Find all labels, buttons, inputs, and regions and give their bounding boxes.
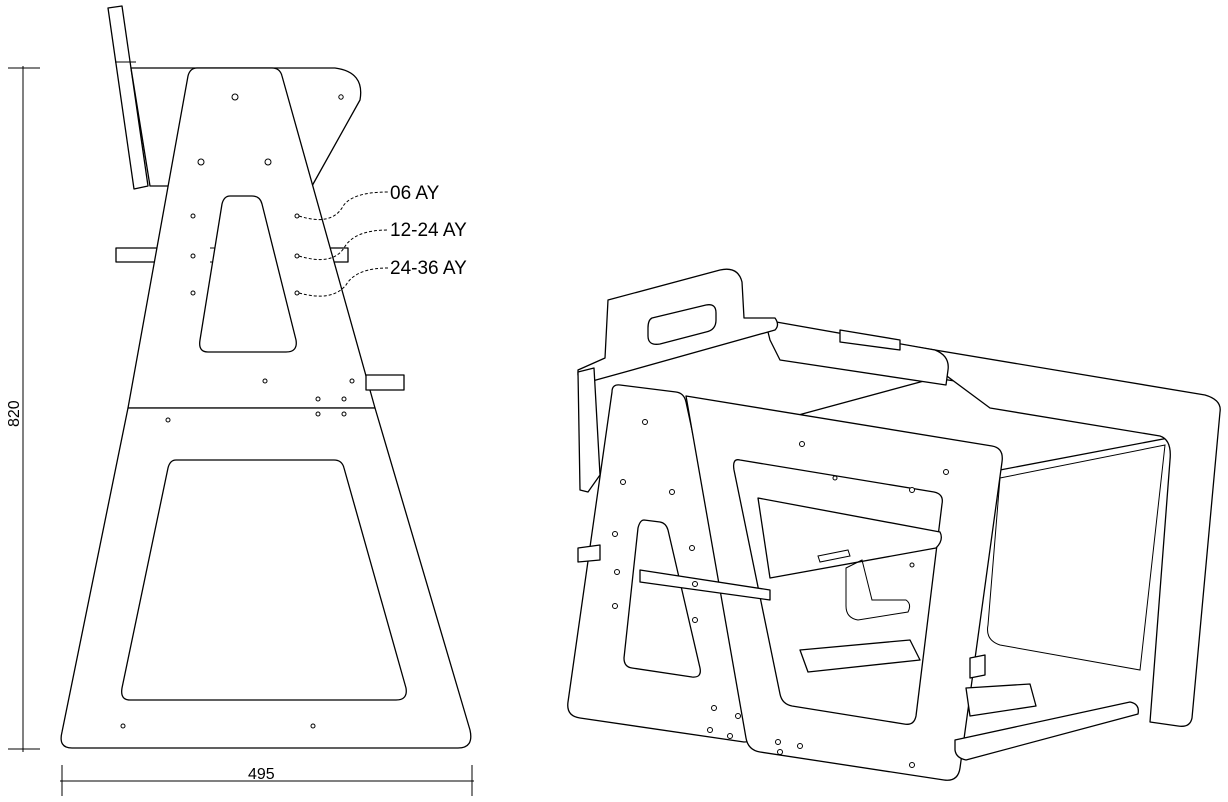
isometric-view — [567, 268, 1221, 781]
top-rail — [764, 319, 949, 386]
footrest-bar — [954, 701, 1139, 761]
seat-board — [757, 497, 942, 579]
age-label-06: 06 AY — [390, 183, 440, 204]
leader-lines — [298, 191, 389, 297]
age-label-12-24: 12-24 AY — [390, 220, 467, 241]
width-dimension-value: 495 — [248, 766, 275, 783]
footrest-peg — [365, 374, 405, 391]
right-side-panel — [904, 344, 1221, 727]
isometric-holes — [612, 419, 949, 768]
back-handle-slot — [647, 304, 717, 345]
height-dimension-value: 820 — [6, 400, 23, 427]
upper-window — [199, 195, 297, 353]
front-left-window — [623, 519, 701, 678]
side-elevation-view: 06 AY 12-24 AY 24-36 AY 820 495 — [6, 5, 474, 796]
back-left-frame — [577, 367, 601, 493]
lower-window — [121, 459, 407, 701]
width-dimension: 495 — [60, 765, 474, 796]
height-dimension: 820 — [6, 66, 40, 752]
age-label-24-36: 24-36 AY — [390, 258, 467, 279]
backrest-post — [107, 5, 149, 190]
